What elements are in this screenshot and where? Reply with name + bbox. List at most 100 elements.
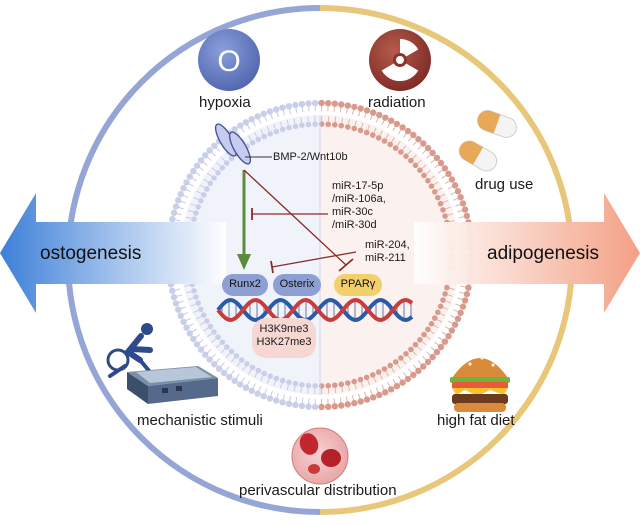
- lipid-tail: [302, 107, 303, 112]
- ppar-label: PPARγ: [334, 278, 382, 290]
- lipid-head: [325, 100, 331, 106]
- osterix-label: Osterix: [273, 278, 321, 290]
- lipid-head: [286, 103, 292, 109]
- lipid-head: [440, 207, 446, 213]
- mir-6: miR-211: [365, 252, 410, 265]
- lipid-head: [187, 330, 193, 336]
- lipid-tail: [453, 198, 458, 200]
- lipid-head: [169, 288, 175, 294]
- lipid-head: [187, 173, 193, 179]
- radiation-icon: [369, 29, 431, 91]
- lipid-head: [279, 399, 285, 405]
- lipid-head: [351, 126, 357, 132]
- lipid-tail: [175, 289, 180, 290]
- lipid-tail: [453, 310, 458, 312]
- lipid-tail: [459, 292, 464, 293]
- lipid-tail: [438, 170, 442, 173]
- lipid-head: [338, 402, 344, 408]
- lipid-head: [351, 400, 357, 406]
- blood-cell-icon: [292, 428, 348, 484]
- lipid-tail: [370, 390, 372, 395]
- lipid-head: [220, 165, 226, 171]
- mir-3: miR-30c: [332, 206, 386, 219]
- lipid-tail: [203, 162, 207, 165]
- lipid-head: [425, 327, 431, 333]
- lipid-head: [255, 368, 261, 374]
- lipid-head: [249, 388, 255, 394]
- lipid-tail: [334, 107, 335, 112]
- lipid-tail: [398, 130, 401, 134]
- lipid-head: [449, 327, 455, 333]
- lipid-head: [388, 386, 394, 392]
- lipid-head: [444, 285, 450, 291]
- lipid-head: [267, 373, 273, 379]
- lipid-head: [425, 178, 431, 184]
- lipid-head: [370, 394, 376, 400]
- lipid-head: [190, 336, 196, 342]
- lipid-head: [382, 389, 388, 395]
- lipid-head: [460, 303, 466, 309]
- lipid-head: [292, 102, 298, 108]
- lipid-tail: [236, 374, 239, 378]
- lipid-tail: [301, 388, 302, 393]
- lipid-tail: [335, 117, 336, 122]
- lipid-head: [449, 176, 455, 182]
- lipid-tail: [422, 150, 426, 154]
- lipid-head: [394, 121, 400, 127]
- lipid-tail: [186, 318, 190, 320]
- lipid-tail: [271, 391, 273, 396]
- pills-icon: [456, 108, 520, 175]
- lipid-tail: [186, 190, 190, 192]
- mir-5: miR-204,: [365, 239, 410, 252]
- lipid-head: [364, 130, 370, 136]
- lipid-head: [388, 118, 394, 124]
- lipid-head: [180, 319, 186, 325]
- lipid-head: [204, 318, 210, 324]
- lipid-head: [429, 321, 435, 327]
- lipid-tail: [382, 121, 384, 126]
- lipid-head: [382, 115, 388, 121]
- lipid-head: [382, 366, 388, 372]
- lipid-head: [464, 213, 470, 219]
- lipid-head: [387, 363, 393, 369]
- lipid-head: [190, 168, 196, 174]
- lipid-tail: [451, 192, 456, 194]
- lipid-head: [175, 307, 181, 313]
- lipid-tail: [290, 109, 291, 114]
- lipid-tail: [196, 173, 200, 176]
- lipid-head: [183, 324, 189, 330]
- lipid-tail: [247, 381, 249, 385]
- lipid-head: [312, 100, 318, 106]
- lipid-tail: [370, 115, 372, 120]
- radiation-label: radiation: [368, 94, 426, 111]
- lipid-tail: [200, 167, 204, 170]
- lipid-head: [358, 377, 364, 383]
- lipid-tail: [177, 295, 182, 296]
- lipid-head: [457, 310, 463, 316]
- lipid-tail: [388, 123, 390, 127]
- lipid-head: [193, 294, 199, 300]
- lipid-head: [358, 398, 364, 404]
- lipid-tail: [242, 128, 245, 132]
- lipid-tail: [403, 372, 406, 376]
- hypoxia-label: hypoxia: [199, 94, 251, 111]
- lipid-tail: [183, 313, 188, 315]
- lipid-head: [403, 153, 409, 159]
- lipid-tail: [438, 337, 442, 340]
- lipid-tail: [382, 385, 384, 390]
- lipid-tail: [393, 127, 396, 131]
- lipid-head: [435, 310, 441, 316]
- lipid-head: [462, 297, 468, 303]
- lipid-tail: [290, 396, 291, 401]
- lipid-tail: [226, 367, 229, 371]
- lipid-head: [215, 170, 221, 176]
- lipid-head: [393, 359, 399, 365]
- lipid-head: [399, 379, 405, 385]
- lipid-head: [312, 383, 318, 389]
- lipid-head: [255, 390, 261, 396]
- lipid-head: [432, 189, 438, 195]
- lipid-tail: [435, 165, 439, 168]
- lipid-tail: [192, 329, 196, 332]
- histone-mark-2: H3K27me3: [252, 336, 316, 349]
- lipid-head: [351, 104, 357, 110]
